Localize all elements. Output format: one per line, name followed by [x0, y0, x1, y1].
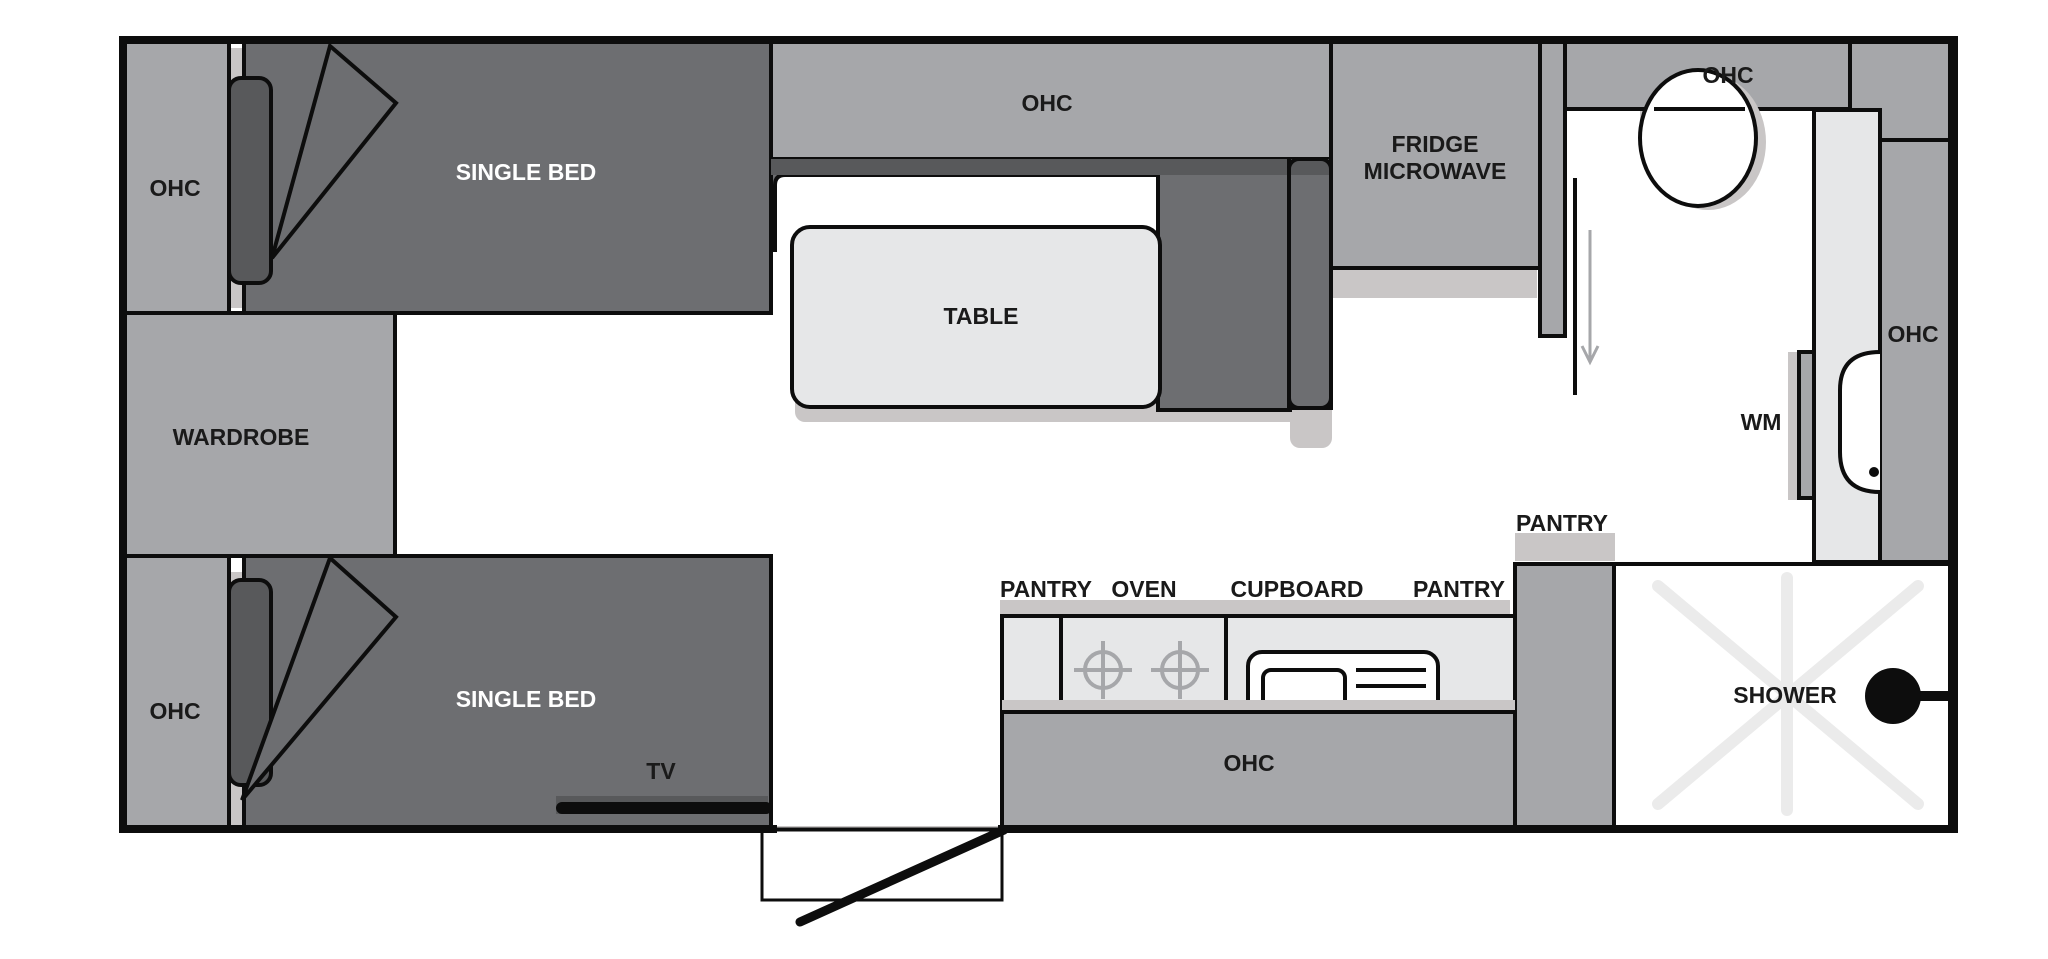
- pantry-right-label: PANTRY: [1516, 510, 1608, 536]
- washing-machine: [1797, 350, 1816, 500]
- bed-bottom-folded-cover: [240, 554, 399, 802]
- shower-drain-pattern: [1652, 572, 1924, 816]
- bench-edge-shadow: [1002, 700, 1515, 712]
- entry-door[interactable]: [795, 825, 1009, 927]
- ohc-ensuite-top-label: OHC: [1702, 62, 1753, 88]
- bed-top-bedhead: [227, 76, 273, 285]
- fridge-label: FRIDGE: [1392, 131, 1479, 157]
- table: [790, 225, 1162, 409]
- outer-walls: [119, 36, 1958, 833]
- dinette-seat: [769, 157, 1333, 412]
- ohc-kitchen-cabinet: [1000, 710, 1517, 830]
- shower-rose-icon: [1865, 668, 1921, 724]
- basin-tap-icon: [1869, 467, 1879, 477]
- pantry-left-label: PANTRY: [1000, 576, 1092, 602]
- single-bed-bottom-label: SINGLE BED: [456, 686, 597, 712]
- ohc-right-cabinet: [1878, 138, 1952, 564]
- ohc-rear-bottom-label: OHC: [149, 698, 200, 724]
- microwave-label: MICROWAVE: [1364, 158, 1507, 184]
- cooktop-burners: [1074, 641, 1209, 699]
- shower-label: SHOWER: [1733, 682, 1837, 708]
- ohc-rear-bottom-cabinet: [123, 554, 231, 829]
- toilet-bowl: [1638, 68, 1758, 208]
- vanity-basin: [1838, 350, 1881, 494]
- ohc-kitchen-label: OHC: [1223, 750, 1274, 776]
- oven-label: OVEN: [1111, 576, 1176, 602]
- pantry-right-cabinet: [1513, 562, 1616, 830]
- ohc-top-center-label: OHC: [1021, 90, 1072, 116]
- wm-label: WM: [1741, 409, 1782, 435]
- dinette-backrest: [771, 159, 1331, 175]
- tv-label: TV: [646, 758, 676, 784]
- vanity-counter: [1812, 108, 1882, 564]
- wardrobe: [123, 311, 397, 558]
- ohc-rear-top-label: OHC: [149, 175, 200, 201]
- fridge-microwave: [1329, 40, 1542, 270]
- cupboard-label: CUPBOARD: [1231, 576, 1364, 602]
- bed-top-folded-cover: [270, 42, 399, 260]
- dinette-side-cushion: [1287, 157, 1333, 410]
- wardrobe-label: WARDROBE: [173, 424, 310, 450]
- single-bed-top-label: SINGLE BED: [456, 159, 597, 185]
- ensuite-partition: [1538, 40, 1567, 338]
- door-arrow-head: [1580, 345, 1600, 366]
- pantry-mid-label: PANTRY: [1413, 576, 1505, 602]
- ohc-right-label: OHC: [1887, 321, 1938, 347]
- toilet-cistern-gap: [1650, 108, 1748, 122]
- table-label: TABLE: [944, 303, 1019, 329]
